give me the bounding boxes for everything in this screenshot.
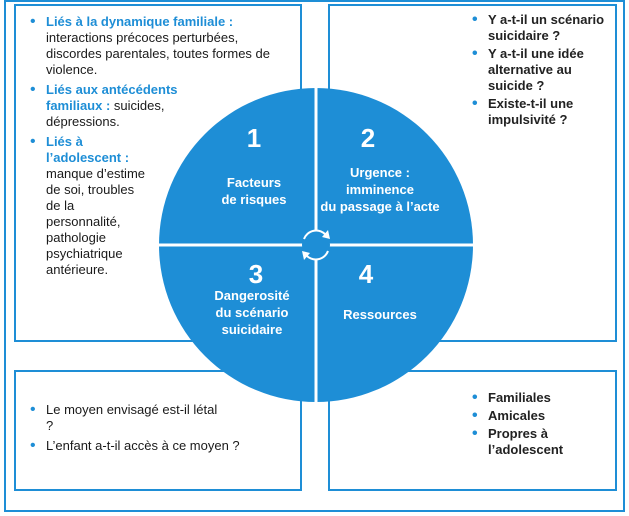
scenario-questions-list: Y a-t-il un scénario suicidaire ? Y a-t-… (470, 12, 609, 128)
cycle-arrowhead-bottom (302, 251, 310, 260)
assessment-circle: 1 Facteurs de risques 2 Urgence : immine… (158, 87, 474, 403)
quadrant-3-number: 3 (249, 259, 263, 289)
resources-box: Familiales Amicales Propres à l’adolesce… (328, 370, 617, 491)
quadrant-1-number: 1 (247, 123, 261, 153)
quadrant-2-label-line: Urgence : (350, 165, 410, 180)
quadrant-1-label-line: Facteurs (227, 175, 281, 190)
diagram-frame (4, 0, 625, 512)
cycle-arrows-icon (302, 229, 330, 261)
risk-factors-list: Liés à la dynamique familiale : interact… (28, 14, 294, 278)
quadrant-2-label-line: imminence (346, 182, 414, 197)
quadrant-3-label-line: Dangerosité (214, 288, 289, 303)
list-item: Liés à la dynamique familiale : interact… (28, 14, 296, 78)
quadrant-4-label-line: Ressources (343, 307, 417, 322)
cycle-arrowhead-top (322, 230, 330, 239)
list-item: Liés à l’adolescent : manque d’estime de… (28, 134, 148, 278)
list-item: Existe-t-il une impulsivité ? (470, 96, 608, 128)
resources-list: Familiales Amicales Propres à l’adolesce… (470, 390, 609, 458)
list-item: Y a-t-il un scénario suicidaire ? (470, 12, 609, 44)
list-item: Familiales (470, 390, 609, 406)
quadrant-1-label-line: de risques (221, 192, 286, 207)
quadrant-3-label-line: suicidaire (222, 322, 283, 337)
list-item: Liés aux antécédents familiaux : suicide… (28, 82, 216, 130)
list-item: L’enfant a-t-il accès à ce moyen ? (28, 438, 294, 454)
quadrant-2-number: 2 (361, 123, 375, 153)
list-item: Le moyen envisagé est-il létal ? (28, 402, 226, 434)
cycle-arrow-bottom (305, 250, 329, 261)
circle-svg: 1 Facteurs de risques 2 Urgence : immine… (159, 88, 473, 402)
cycle-arrows-backdrop (302, 231, 330, 259)
list-item: Y a-t-il une idée alternative au suicide… (470, 46, 608, 94)
list-item: Amicales (470, 408, 609, 424)
list-item: Propres à l’adolescent (470, 426, 598, 458)
quadrant-3-label-line: du scénario (216, 305, 289, 320)
means-questions-box: Le moyen envisagé est-il létal ? L’enfan… (14, 370, 302, 491)
quadrant-2-label-line: du passage à l’acte (320, 199, 439, 214)
quadrant-4-number: 4 (359, 259, 374, 289)
means-questions-list: Le moyen envisagé est-il létal ? L’enfan… (28, 402, 294, 454)
cycle-arrow-top (303, 229, 327, 240)
